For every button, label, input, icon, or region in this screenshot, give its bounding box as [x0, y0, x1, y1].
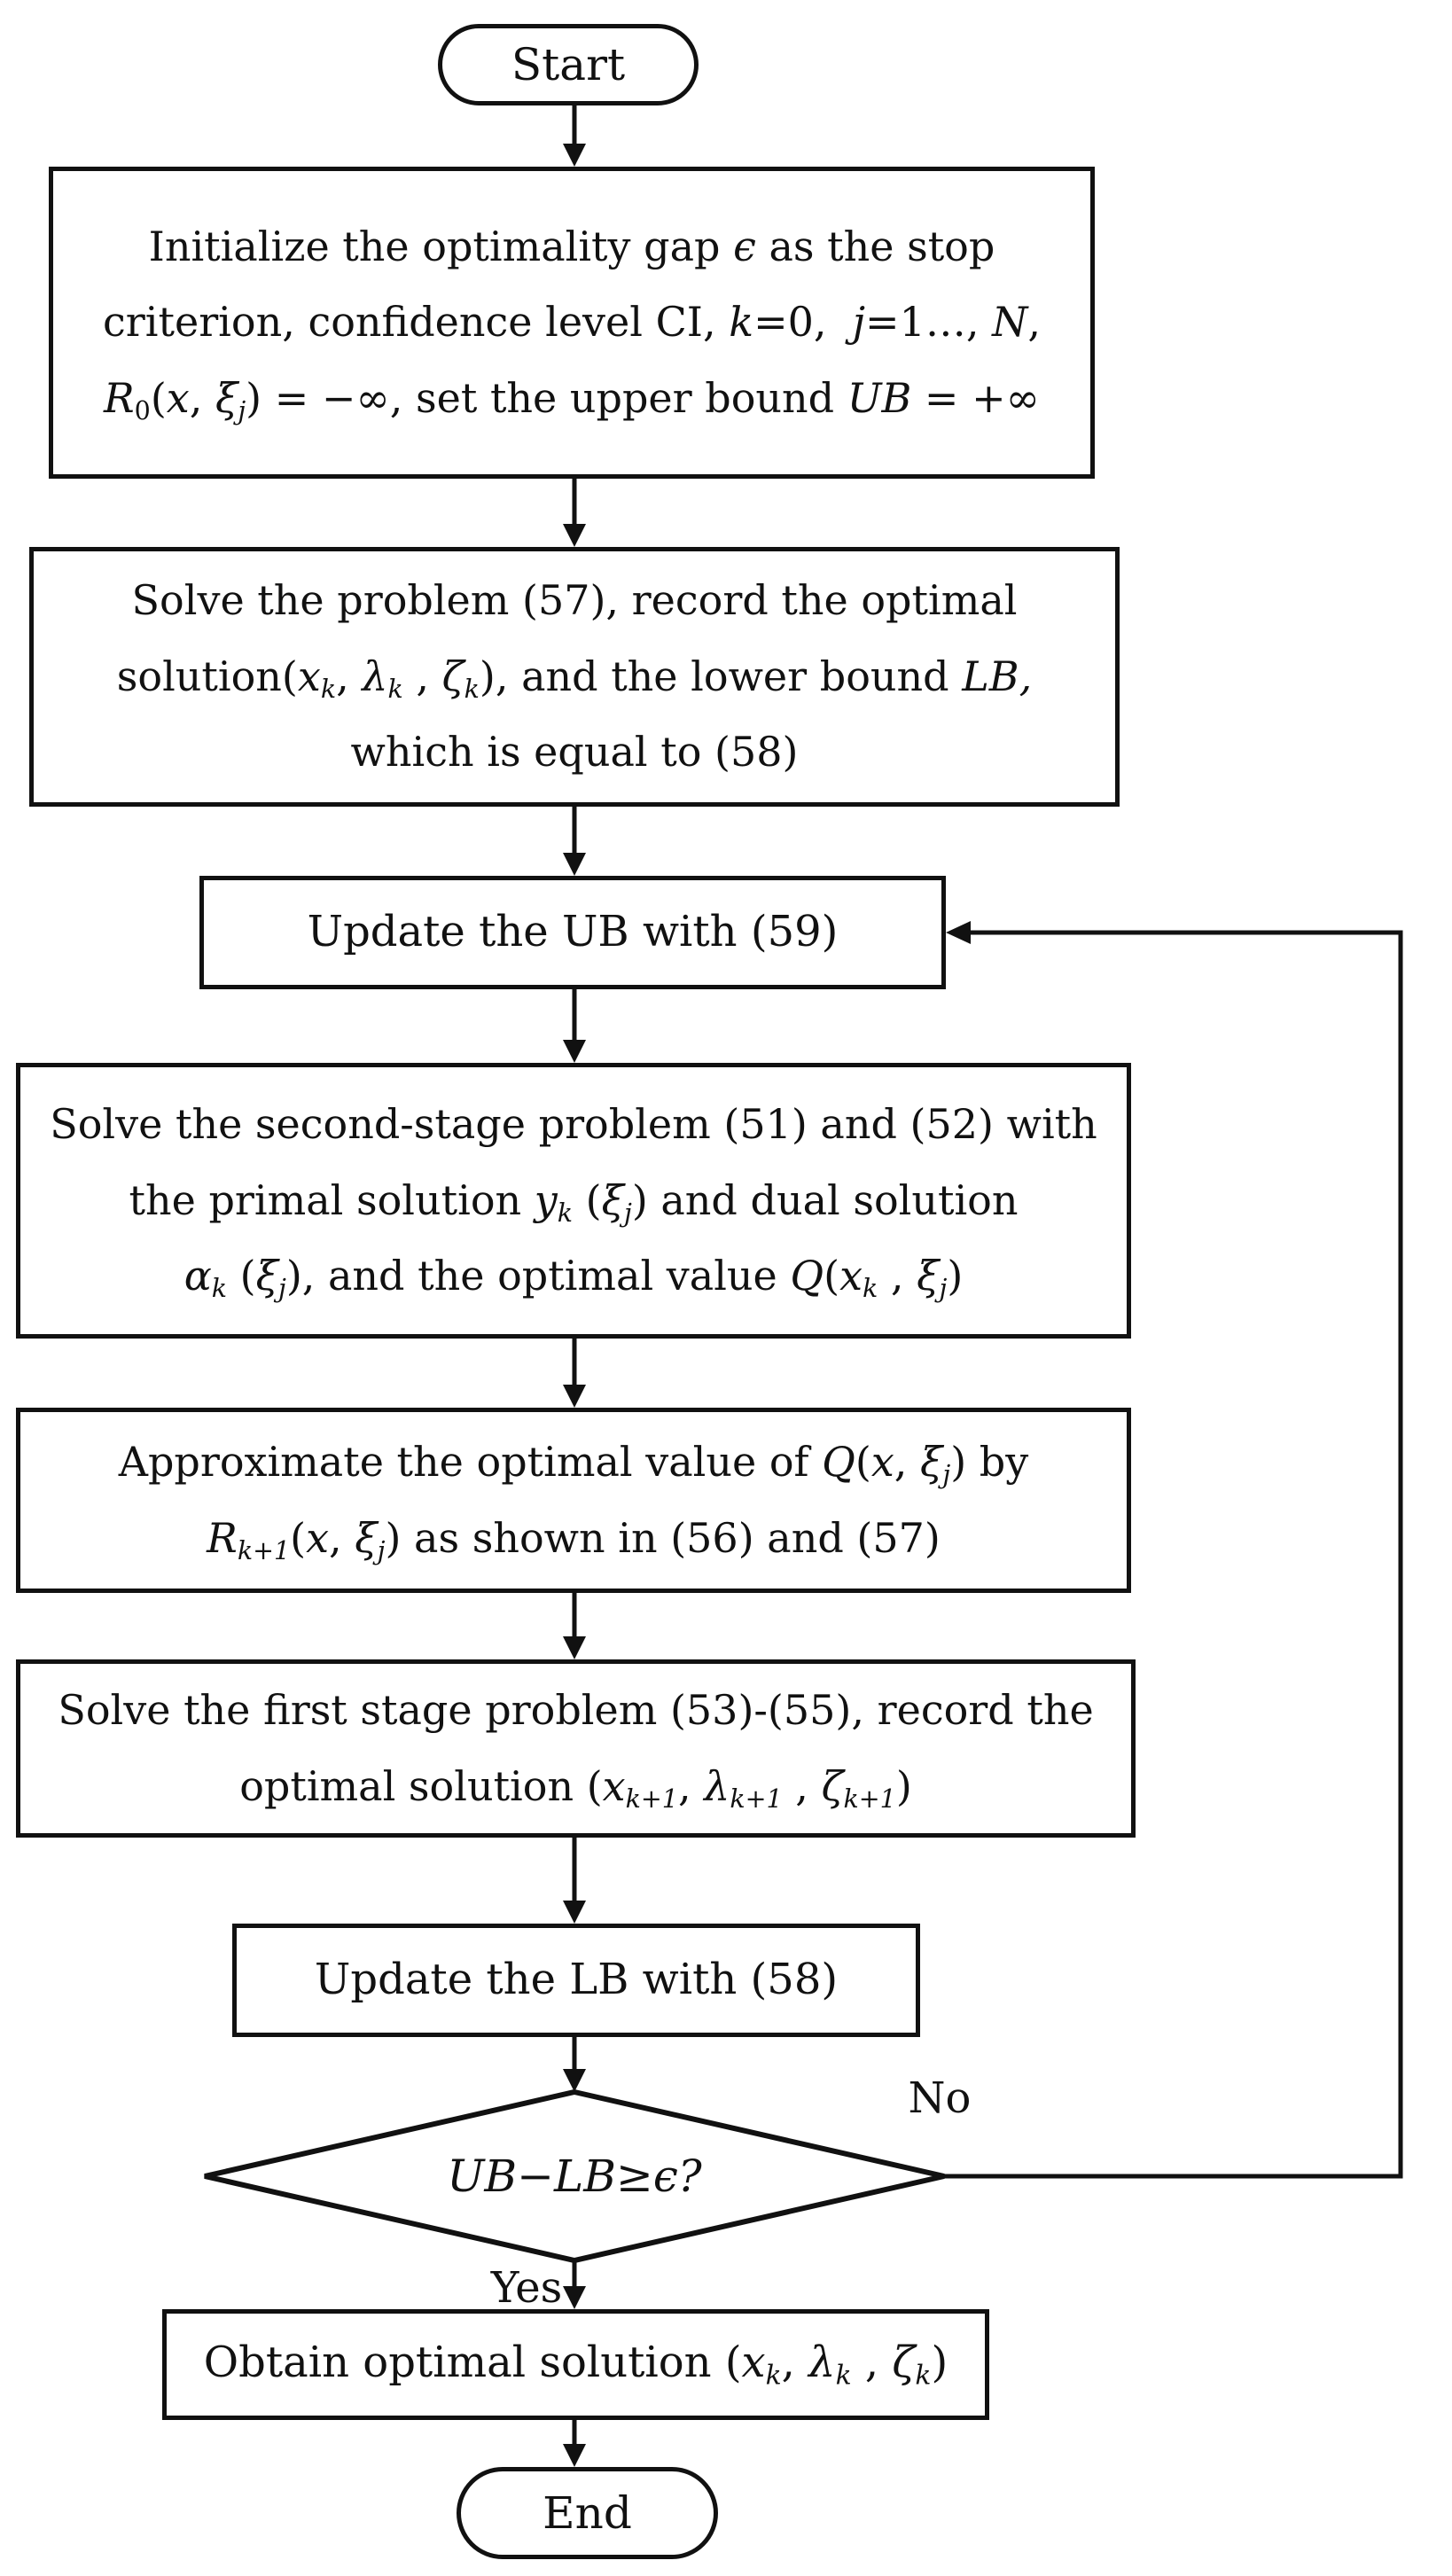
arrowhead-feedback [946, 921, 971, 944]
solve-master-line-1: Solve the problem (57), record the optim… [131, 576, 1018, 625]
second-stage-line-3: αk (ξj), and the optimal value Q(xk , ξj… [183, 1252, 964, 1304]
second-stage-box: Solve the second-stage problem (51) and … [16, 1063, 1131, 1339]
yes-edge-label: Yes [490, 2263, 563, 2313]
obtain-solution-label: Obtain optimal solution (xk, λk , ζk) [203, 2337, 948, 2392]
approximate-box: Approximate the optimal value of Q(x, ξj… [16, 1408, 1131, 1593]
arrowhead [563, 1040, 586, 1063]
solve-master-line-3: which is equal to (58) [350, 728, 799, 777]
arrowhead [563, 144, 586, 167]
no-edge-label: No [908, 2073, 972, 2123]
arrowhead [563, 2444, 586, 2467]
arrowhead [563, 2069, 586, 2092]
update-ub-label: Update the UB with (59) [307, 907, 839, 957]
arrowhead [563, 524, 586, 547]
decision-question: UB − LB ≥ ϵ? [447, 2151, 702, 2202]
arrowhead [563, 1636, 586, 1659]
obtain-solution-box: Obtain optimal solution (xk, λk , ζk) [162, 2309, 989, 2420]
start-node: Start [438, 24, 699, 105]
second-stage-line-1: Solve the second-stage problem (51) and … [50, 1100, 1097, 1149]
arrowhead [563, 1901, 586, 1924]
end-label: End [543, 2487, 632, 2539]
first-stage-line-1: Solve the first stage problem (53)-(55),… [58, 1685, 1094, 1734]
decision-diamond [204, 2088, 945, 2264]
update-lb-label: Update the LB with (58) [314, 1955, 839, 2005]
second-stage-line-2: the primal solution yk (ξj) and dual sol… [129, 1175, 1019, 1228]
arrowhead [563, 1385, 586, 1408]
init-line-3: R0(x, ξj) = −∞, set the upper bound UB =… [104, 373, 1040, 425]
arrowhead [563, 853, 586, 876]
update-lb-box: Update the LB with (58) [232, 1924, 920, 2037]
update-ub-box: Update the UB with (59) [199, 876, 946, 989]
init-line-1: Initialize the optimality gap ϵ as the s… [148, 222, 995, 270]
solve-master-box: Solve the problem (57), record the optim… [29, 547, 1120, 807]
approximate-line-2: Rk+1(x, ξj) as shown in (56) and (57) [207, 1513, 941, 1565]
init-line-2: criterion, confidence level CI, k=0, j=1… [103, 298, 1041, 347]
approximate-line-1: Approximate the optimal value of Q(x, ξj… [118, 1437, 1029, 1489]
start-label: Start [511, 39, 626, 90]
solve-master-line-2: solution(xk, λk , ζk), and the lower bou… [116, 652, 1033, 704]
first-stage-box: Solve the first stage problem (53)-(55),… [16, 1659, 1136, 1838]
feedback-line-no [944, 930, 1403, 2179]
end-node: End [457, 2467, 718, 2559]
arrowhead [563, 2286, 586, 2309]
first-stage-line-2: optimal solution (xk+1, λk+1 , ζk+1) [239, 1761, 912, 1814]
init-box: Initialize the optimality gap ϵ as the s… [49, 167, 1095, 479]
